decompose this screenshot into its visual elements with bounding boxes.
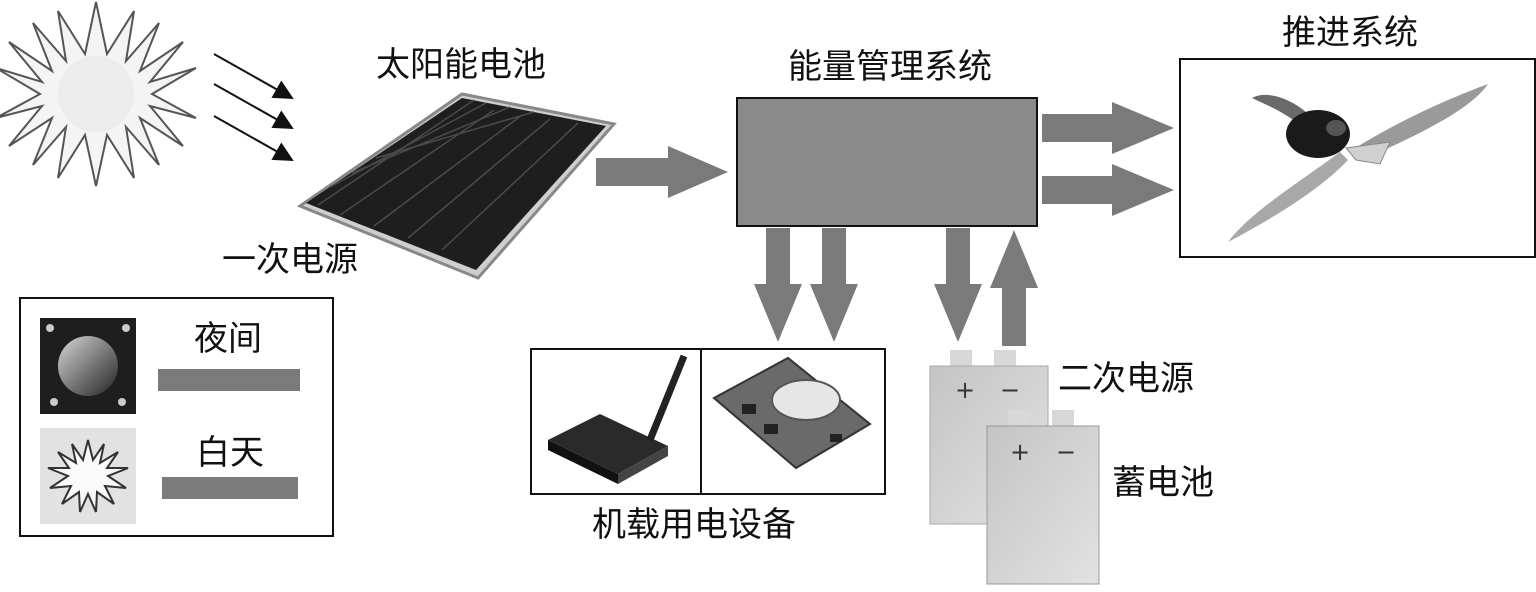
day-line (162, 477, 298, 499)
svg-text:−: − (1000, 376, 1020, 404)
battery-label: 蓄电池 (1112, 463, 1214, 503)
arrow-ems-to-equipment-2 (810, 228, 858, 342)
day-icon (40, 428, 136, 524)
propulsion-label: 推进系统 (1282, 13, 1418, 53)
legend-night-label: 夜间 (194, 319, 262, 359)
arrow-ems-to-propulsion-2 (1042, 164, 1174, 216)
sunlight-arrows (213, 53, 294, 161)
svg-text:−: − (1056, 438, 1076, 466)
legend-day-label: 白天 (196, 433, 264, 473)
svg-text:+: + (1010, 438, 1030, 466)
circuit-board-image (712, 356, 872, 470)
solar-panel-image (296, 92, 617, 280)
energy-management-box (736, 97, 1038, 227)
propeller-image (1228, 84, 1488, 242)
energy-management-label: 能量管理系统 (788, 47, 992, 87)
arrow-battery-to-ems (990, 230, 1038, 346)
secondary-power-label: 二次电源 (1058, 359, 1194, 399)
night-icon (40, 318, 136, 414)
arrow-ems-to-battery (934, 228, 982, 342)
solar-cell-label: 太阳能电池 (376, 45, 546, 85)
sun-icon (0, 1, 197, 187)
onboard-equipment-label: 机载用电设备 (592, 505, 796, 545)
svg-text:+: + (955, 376, 975, 404)
battery-image: + − + − (929, 350, 1100, 585)
wireless-module-image (548, 354, 688, 484)
arrow-solar-to-ems (596, 146, 728, 198)
primary-power-label: 一次电源 (222, 240, 358, 280)
night-line (158, 369, 300, 391)
arrow-ems-to-equipment-1 (754, 228, 802, 342)
arrow-ems-to-propulsion-1 (1042, 102, 1174, 154)
